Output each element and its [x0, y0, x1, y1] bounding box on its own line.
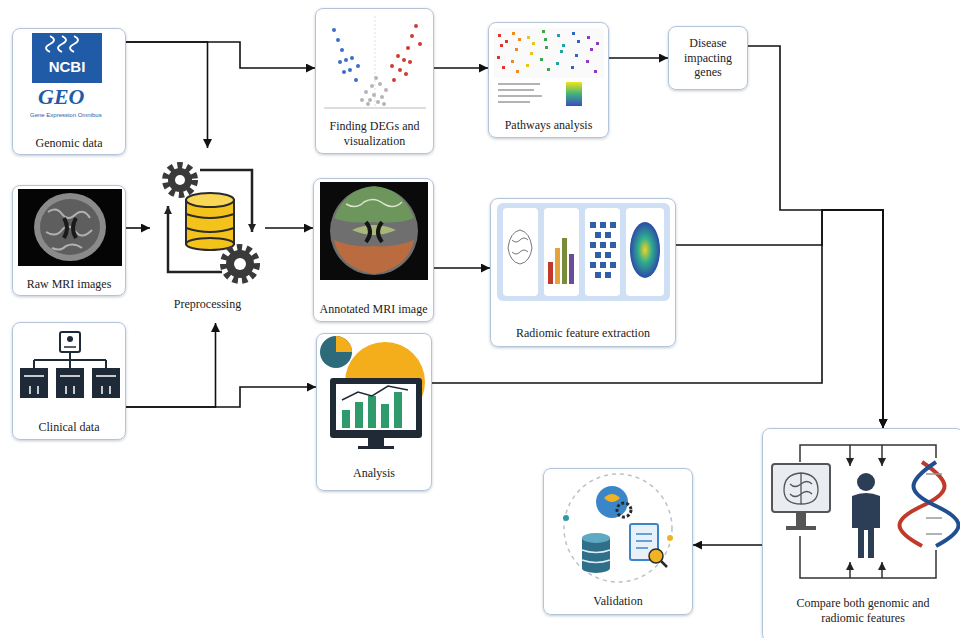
preprocessing-icon [166, 166, 256, 280]
flow-arrow [434, 67, 488, 69]
node-label: Validation [593, 594, 642, 608]
radiomic-panel [497, 203, 670, 301]
node-label: Genomic data [36, 136, 103, 150]
clinical-icon [20, 332, 120, 398]
node-label: Raw MRI images [27, 277, 112, 291]
compare-icon [772, 445, 959, 578]
flow-arrow [609, 57, 668, 59]
mri-image [18, 189, 122, 266]
flow-arrow [434, 267, 490, 269]
flow-arrow [126, 387, 316, 407]
pathway-chart [494, 28, 604, 106]
volcano-plot [324, 16, 426, 108]
process-box: Validation [543, 468, 693, 615]
node-label: Finding DEGs and visualization [320, 119, 429, 148]
ncbi-logo [32, 33, 102, 83]
flow-arrow [748, 46, 883, 428]
node-label: Clinical data [39, 420, 100, 434]
flow-arrow [126, 42, 315, 68]
validation-icon [563, 474, 673, 582]
annotated-mri [320, 182, 428, 280]
process-box: Clinical data [12, 322, 126, 440]
flow-arrow [126, 227, 150, 229]
process-box: Finding DEGs and visualization [315, 8, 434, 154]
analysis-icon [320, 336, 425, 449]
process-box: Annotated MRI image [313, 178, 434, 322]
process-box: Disease impacting genes [668, 26, 748, 90]
logo-text: NCBI [32, 59, 102, 76]
flow-arrow [676, 210, 883, 428]
node-label: Annotated MRI image [320, 302, 428, 316]
process-box: Pathways analysis [488, 22, 609, 138]
flow-arrow [126, 42, 208, 148]
logo-text: Gene Expression Omnibus [30, 112, 102, 119]
process-box: Analysis [316, 333, 432, 491]
node-label: Analysis [353, 466, 395, 480]
logo-text: GEO [38, 85, 84, 109]
process-box: Compare both genomic and radiomic featur… [762, 428, 960, 638]
node-label: Pathways analysis [505, 118, 593, 132]
flow-arrow [693, 544, 762, 546]
process-box: Raw MRI images [12, 185, 126, 296]
flow-arrow [126, 323, 216, 407]
node-label: Preprocessing [174, 297, 241, 311]
flow-arrow [265, 227, 313, 229]
node-label: Disease impacting genes [673, 36, 743, 79]
node-label: Radiomic feature extraction [516, 326, 650, 340]
process-icon: Preprocessing [150, 148, 265, 323]
node-label: Compare both genomic and radiomic featur… [783, 596, 943, 625]
process-box: Radiomic feature extraction [490, 198, 676, 347]
